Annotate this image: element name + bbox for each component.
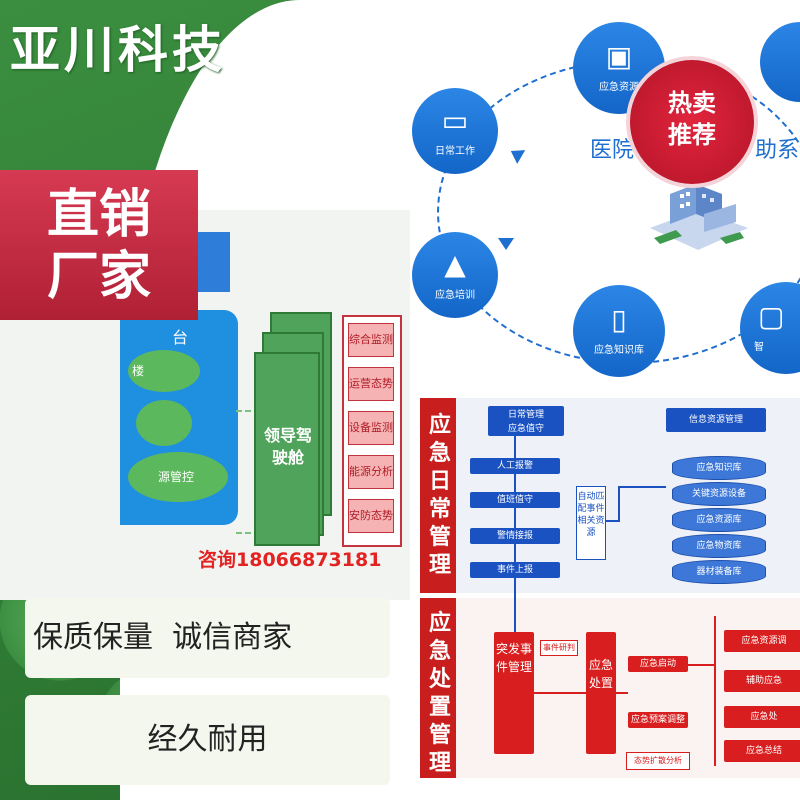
quality-text: 保质保量 诚信商家 xyxy=(33,620,293,655)
cockpit-card-front xyxy=(254,352,320,546)
sudden-event-box: 突发事件管理 xyxy=(494,632,534,754)
database-item: 应急物资库 xyxy=(672,534,766,558)
database-item: 关键资源设备 xyxy=(672,482,766,506)
flow-text: 日常管理 xyxy=(507,410,544,420)
arrow-connector xyxy=(534,692,586,694)
disposal-box: 应急处置 xyxy=(586,632,616,754)
plan-adjust-box: 应急预案调整 xyxy=(628,712,688,728)
monitor-item: 综合监测 xyxy=(348,323,394,357)
monitor-item: 运营态势 xyxy=(348,367,394,401)
monitor-item: 设备监测 xyxy=(348,411,394,445)
green-ellipse-1: 楼 xyxy=(128,350,200,392)
cockpit-label: 领导驾驶舱 xyxy=(263,426,312,467)
arrow-connector xyxy=(714,616,716,766)
arrow-connector xyxy=(606,520,620,522)
quality-promo: 保质保量 诚信商家 xyxy=(25,598,390,678)
hospital-title-right: 助系 xyxy=(755,138,800,163)
book-icon: ▯ xyxy=(611,303,627,336)
arrow-connector xyxy=(514,576,516,632)
arrow-connector xyxy=(688,664,716,666)
disposal-management-title: 应急处置管理 xyxy=(428,611,451,776)
ellipse-label: 楼 xyxy=(132,364,145,378)
durable-text: 经久耐用 xyxy=(147,722,268,757)
durable-promo: 经久耐用 xyxy=(25,695,390,785)
node-label: 智 xyxy=(754,342,764,353)
monitor-item: 安防态势 xyxy=(348,499,394,533)
arrow-connector xyxy=(616,692,628,694)
box-icon: ▣ xyxy=(605,40,633,73)
hospital-building-icon xyxy=(650,184,748,250)
phone-contact: 咨询18066873181 xyxy=(198,549,382,571)
daily-management-bar: 应急日常管理 xyxy=(420,398,456,593)
flow-step: 值班值守 xyxy=(470,492,560,508)
node-label: 日常工作 xyxy=(435,146,475,157)
daily-management-title: 应急日常管理 xyxy=(428,413,451,578)
hospital-title-left: 医院 xyxy=(590,138,635,163)
right-step: 辅助应急 xyxy=(724,670,800,692)
node-label: 应急知识库 xyxy=(594,345,644,356)
database-item: 器材装备库 xyxy=(672,560,766,584)
event-judge-box: 事件研判 xyxy=(540,640,578,656)
banner-line-1: 直销 xyxy=(46,185,151,245)
graduation-cap-icon: ▲ xyxy=(444,248,466,281)
arrow-connector xyxy=(618,486,620,522)
ellipse-label: 源管控 xyxy=(158,470,195,484)
trend-analysis-box: 态势扩散分析 xyxy=(626,752,690,770)
green-ellipse-2 xyxy=(136,400,192,446)
hot-sale-badge: 热卖 推荐 xyxy=(630,60,754,184)
green-ellipse-3: 源管控 xyxy=(128,452,228,502)
node-emergency-knowledge: ▯ 应急知识库 xyxy=(573,285,665,377)
chat-icon: ▢ xyxy=(758,300,785,333)
monitor-item: 能源分析 xyxy=(348,455,394,489)
right-step: 应急处 xyxy=(724,706,800,728)
badge-line-1: 热卖 xyxy=(668,89,716,117)
node-label: 应急培训 xyxy=(435,290,475,301)
banner-line-2: 厂家 xyxy=(46,247,151,307)
monitor-icon: ▭ xyxy=(441,104,469,137)
flow-text: 应急值守 xyxy=(507,424,544,434)
flow-step: 事件上报 xyxy=(470,562,560,578)
database-item: 应急资源库 xyxy=(672,508,766,532)
node-label: 应急资源 xyxy=(599,82,639,93)
disposal-management-bar: 应急处置管理 xyxy=(420,598,456,778)
auto-match-box: 自动匹配事件相关资源 xyxy=(576,486,606,560)
info-resource-header: 信息资源管理 xyxy=(666,408,766,432)
launch-box: 应急启动 xyxy=(628,656,688,672)
brand-name: 亚川科技 xyxy=(10,21,226,79)
direct-sale-banner: 直销 厂家 xyxy=(0,170,198,320)
badge-line-2: 推荐 xyxy=(668,121,716,149)
ring-arrow-icon xyxy=(498,238,514,250)
right-step: 应急资源调 xyxy=(724,630,800,652)
arrow-connector xyxy=(618,486,666,488)
blue-panel-text: 台 xyxy=(172,328,189,347)
flow-step: 人工报警 xyxy=(470,458,560,474)
monitor-list: 综合监测 运营态势 设备监测 能源分析 安防态势 xyxy=(342,315,402,547)
flow-step: 警情接报 xyxy=(470,528,560,544)
right-step: 应急总结 xyxy=(724,740,800,762)
database-item: 应急知识库 xyxy=(672,456,766,480)
daily-header-box: 日常管理 应急值守 xyxy=(488,406,564,436)
node-daily-work: ▭ 日常工作 xyxy=(412,88,498,174)
node-emergency-training: ▲ 应急培训 xyxy=(412,232,498,318)
